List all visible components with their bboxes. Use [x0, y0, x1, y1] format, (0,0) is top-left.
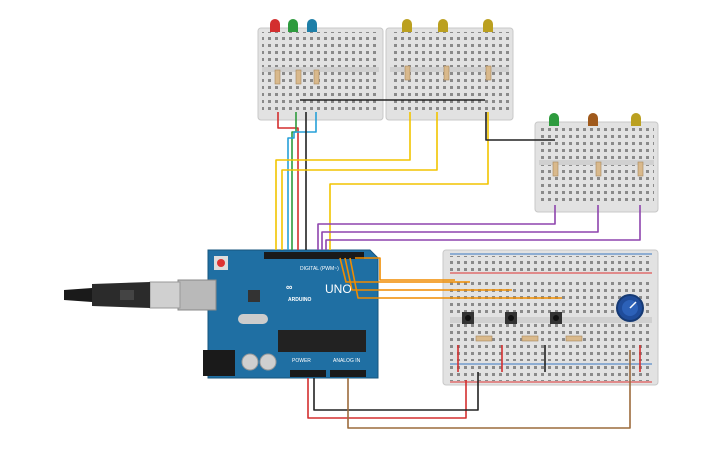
- analog-label: ANALOG IN: [333, 358, 361, 364]
- usb-port: [177, 279, 217, 311]
- digital-label: DIGITAL (PWM~): [300, 266, 339, 272]
- usb-cable: [64, 288, 92, 302]
- wire-yellow-2: [281, 112, 438, 250]
- wire-blue: [287, 112, 317, 250]
- breadboard-mini-top-left: [257, 27, 384, 121]
- resistor-7: [552, 161, 559, 177]
- wire-black-2: [485, 112, 555, 141]
- digital-header: [264, 252, 364, 259]
- atmega-chip: [278, 330, 366, 352]
- arduino-logo-mark: ∞: [286, 282, 293, 292]
- wire-5v: [307, 378, 467, 419]
- push-button-3[interactable]: [550, 312, 562, 324]
- wire-analog: [347, 350, 631, 429]
- wire-purple-1: [317, 205, 556, 250]
- led-blue: [307, 19, 317, 32]
- resistor-4: [404, 65, 411, 81]
- wire-orange-2: [344, 257, 512, 291]
- wires: [275, 99, 641, 429]
- led-yellow-3: [483, 19, 493, 32]
- wire-yellow-1: [275, 112, 411, 250]
- wire-purple-2: [321, 205, 599, 250]
- led-red: [270, 19, 280, 32]
- led-yellow-right: [631, 113, 641, 126]
- resistor-3: [313, 69, 320, 85]
- led-brown-right: [588, 113, 598, 126]
- resistor-2: [295, 69, 302, 85]
- wire-purple-3: [325, 205, 641, 250]
- capacitor-1: [241, 353, 259, 371]
- power-label: POWER: [292, 358, 311, 364]
- wire-orange-3: [349, 257, 562, 299]
- push-button-1[interactable]: [462, 312, 474, 324]
- potentiometer[interactable]: [616, 294, 644, 322]
- led-yellow-2: [438, 19, 448, 32]
- resistor-9: [637, 161, 644, 177]
- resistor-5: [443, 65, 450, 81]
- arduino-uno-board: ∞ ARDUINO UNO DIGITAL (PWM~) POWER ANALO…: [64, 249, 379, 379]
- wire-gnd: [313, 372, 479, 411]
- wire-orange-1: [339, 257, 470, 283]
- crystal: [238, 314, 268, 324]
- push-button-2[interactable]: [505, 312, 517, 324]
- resistor-8: [595, 161, 602, 177]
- resistor-11: [521, 335, 539, 342]
- power-jack: [203, 350, 235, 376]
- led-green-right: [549, 113, 559, 126]
- led-green: [288, 19, 298, 32]
- capacitor-2: [259, 353, 277, 371]
- usb-chip: [248, 290, 260, 302]
- wire-orange-4: [355, 257, 455, 281]
- power-header: [290, 370, 326, 377]
- arduino-brand-label: ARDUINO: [288, 297, 311, 303]
- analog-header: [330, 370, 366, 377]
- usb-plug: [149, 281, 181, 309]
- resistor-6: [485, 65, 492, 81]
- wire-red: [277, 112, 299, 250]
- led-yellow-1: [402, 19, 412, 32]
- resistor-10: [475, 335, 493, 342]
- resistor-1: [274, 69, 281, 85]
- resistor-12: [565, 335, 583, 342]
- wire-yellow-3: [329, 112, 489, 250]
- uno-label: UNO: [325, 282, 352, 296]
